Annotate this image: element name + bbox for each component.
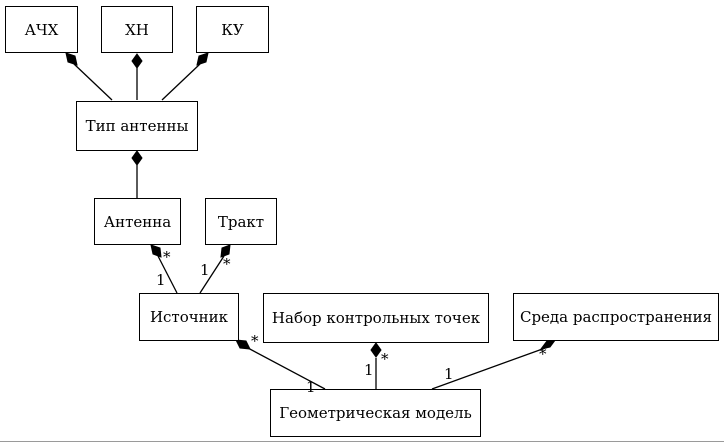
multiplicity-label: 1: [444, 365, 454, 383]
composition-diamond-icon: [196, 52, 209, 66]
multiplicity-label: 1: [156, 271, 166, 289]
connector-antenna-source: [157, 255, 178, 294]
node-antenna: Антенна: [94, 198, 181, 245]
multiplicity-label: *: [251, 332, 259, 350]
node-environment: Среда распространения: [513, 293, 719, 341]
node-xn: ХН: [101, 6, 173, 53]
connector-ku-antenna-type: [161, 63, 201, 101]
multiplicity-label: 1: [364, 361, 374, 379]
composition-diamond-icon: [235, 339, 251, 350]
node-ku: КУ: [196, 6, 269, 53]
composition-diamond-icon: [131, 150, 143, 166]
composition-diamond-icon: [370, 342, 382, 358]
multiplicity-label: *: [223, 255, 231, 273]
node-geo-model: Геометрическая модель: [270, 389, 481, 437]
multiplicity-label: *: [539, 345, 547, 363]
connector-source-geo-model: [245, 346, 326, 390]
node-trakt: Тракт: [205, 198, 277, 245]
composition-diamond-icon: [65, 52, 78, 66]
multiplicity-label: *: [163, 248, 171, 266]
node-achx: АЧХ: [5, 6, 78, 53]
connector-trakt-source: [199, 255, 225, 294]
multiplicity-label: 1: [200, 261, 210, 279]
multiplicity-label: *: [381, 350, 389, 368]
connector-achx-antenna-type: [73, 63, 113, 101]
node-antenna-type: Тип антенны: [76, 101, 198, 151]
node-source: Источник: [139, 293, 239, 341]
connector-env-geo-model: [431, 346, 549, 390]
multiplicity-label: 1: [306, 378, 316, 396]
composition-diamond-icon: [220, 244, 231, 258]
node-control-points: Набор контрольных точек: [263, 293, 489, 343]
composition-diamond-icon: [131, 53, 143, 69]
composition-diamond-icon: [150, 244, 162, 258]
bottom-divider: [0, 441, 724, 442]
